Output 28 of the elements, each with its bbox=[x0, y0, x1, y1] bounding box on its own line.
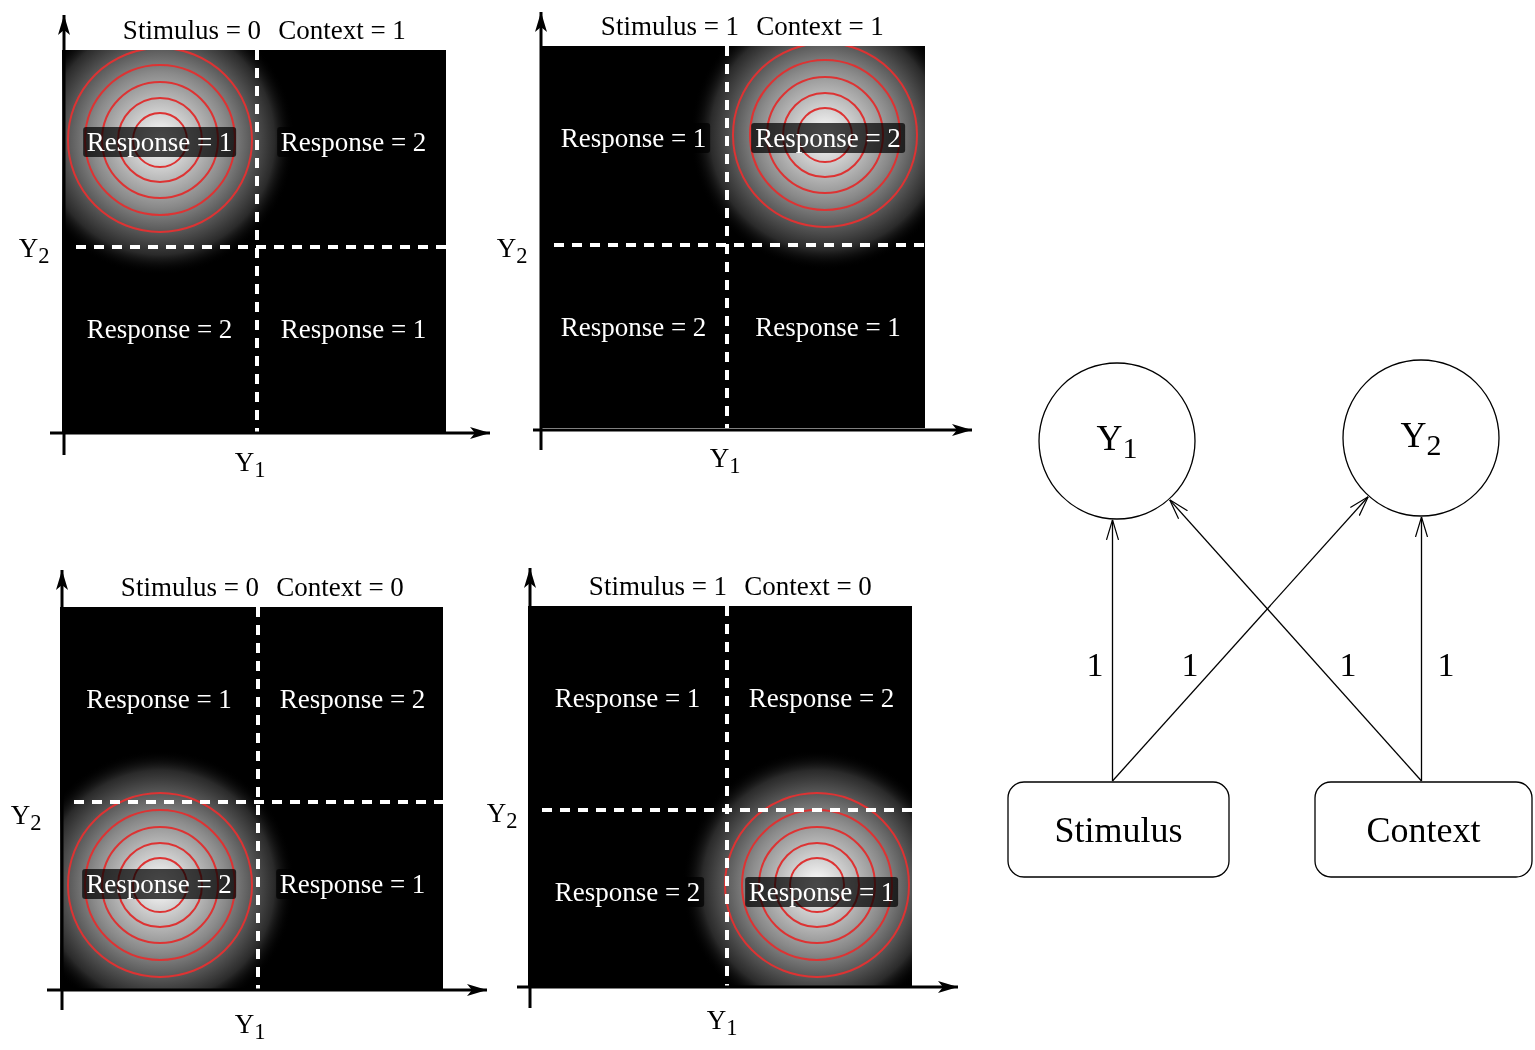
plot-title: Context = 0 bbox=[744, 571, 872, 601]
arrow bbox=[1105, 519, 1120, 782]
region-label: Response = 2 bbox=[751, 123, 905, 153]
axis-label: Y$_{1}$ bbox=[234, 1008, 266, 1047]
plot-title: Context = 1 bbox=[278, 15, 406, 45]
axis-label: Y$_{1}$ bbox=[234, 446, 266, 485]
axis-label: Y$_{1}$ bbox=[706, 1004, 738, 1043]
axis-label: Y$_{2}$ bbox=[18, 232, 50, 271]
arrow bbox=[1169, 499, 1423, 782]
variable-circle: Y$_{1}$ bbox=[1038, 362, 1196, 520]
arrow bbox=[1414, 516, 1429, 782]
axis-label: Y$_{2}$ bbox=[10, 799, 42, 838]
axis-label: Y$_{2}$ bbox=[496, 232, 528, 271]
plot-title: Stimulus = 1 bbox=[600, 11, 740, 41]
plot-title: Stimulus = 1 bbox=[588, 571, 728, 601]
region-label: Response = 1 bbox=[82, 127, 237, 157]
input-box: Stimulus bbox=[1007, 781, 1230, 878]
arrow bbox=[1111, 496, 1369, 782]
plot-title: Stimulus = 0 bbox=[122, 15, 262, 45]
region-label: Response = 1 bbox=[744, 877, 899, 907]
axis-label: Y$_{2}$ bbox=[486, 797, 518, 836]
input-box: Context bbox=[1314, 781, 1533, 878]
axis-label: Y$_{1}$ bbox=[709, 442, 741, 481]
plot-title: Context = 0 bbox=[276, 572, 404, 602]
region-label: Response = 2 bbox=[82, 869, 236, 899]
variable-circle: Y$_{2}$ bbox=[1342, 359, 1500, 517]
plot-title: Context = 1 bbox=[756, 11, 884, 41]
plot-title: Stimulus = 0 bbox=[120, 572, 260, 602]
